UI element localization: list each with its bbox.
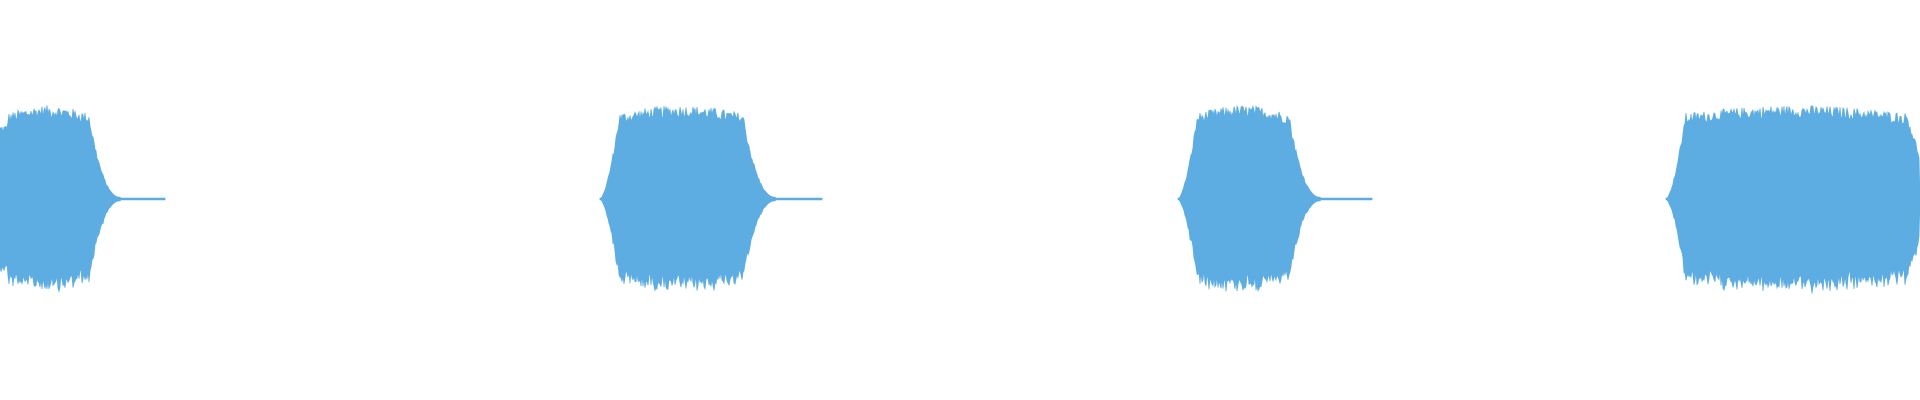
waveform-clip-3[interactable] [1177, 104, 1373, 292]
waveform-clip-1[interactable] [0, 105, 166, 293]
waveform-clip-4[interactable] [1665, 105, 1920, 294]
waveform-clip-2[interactable] [599, 105, 823, 292]
